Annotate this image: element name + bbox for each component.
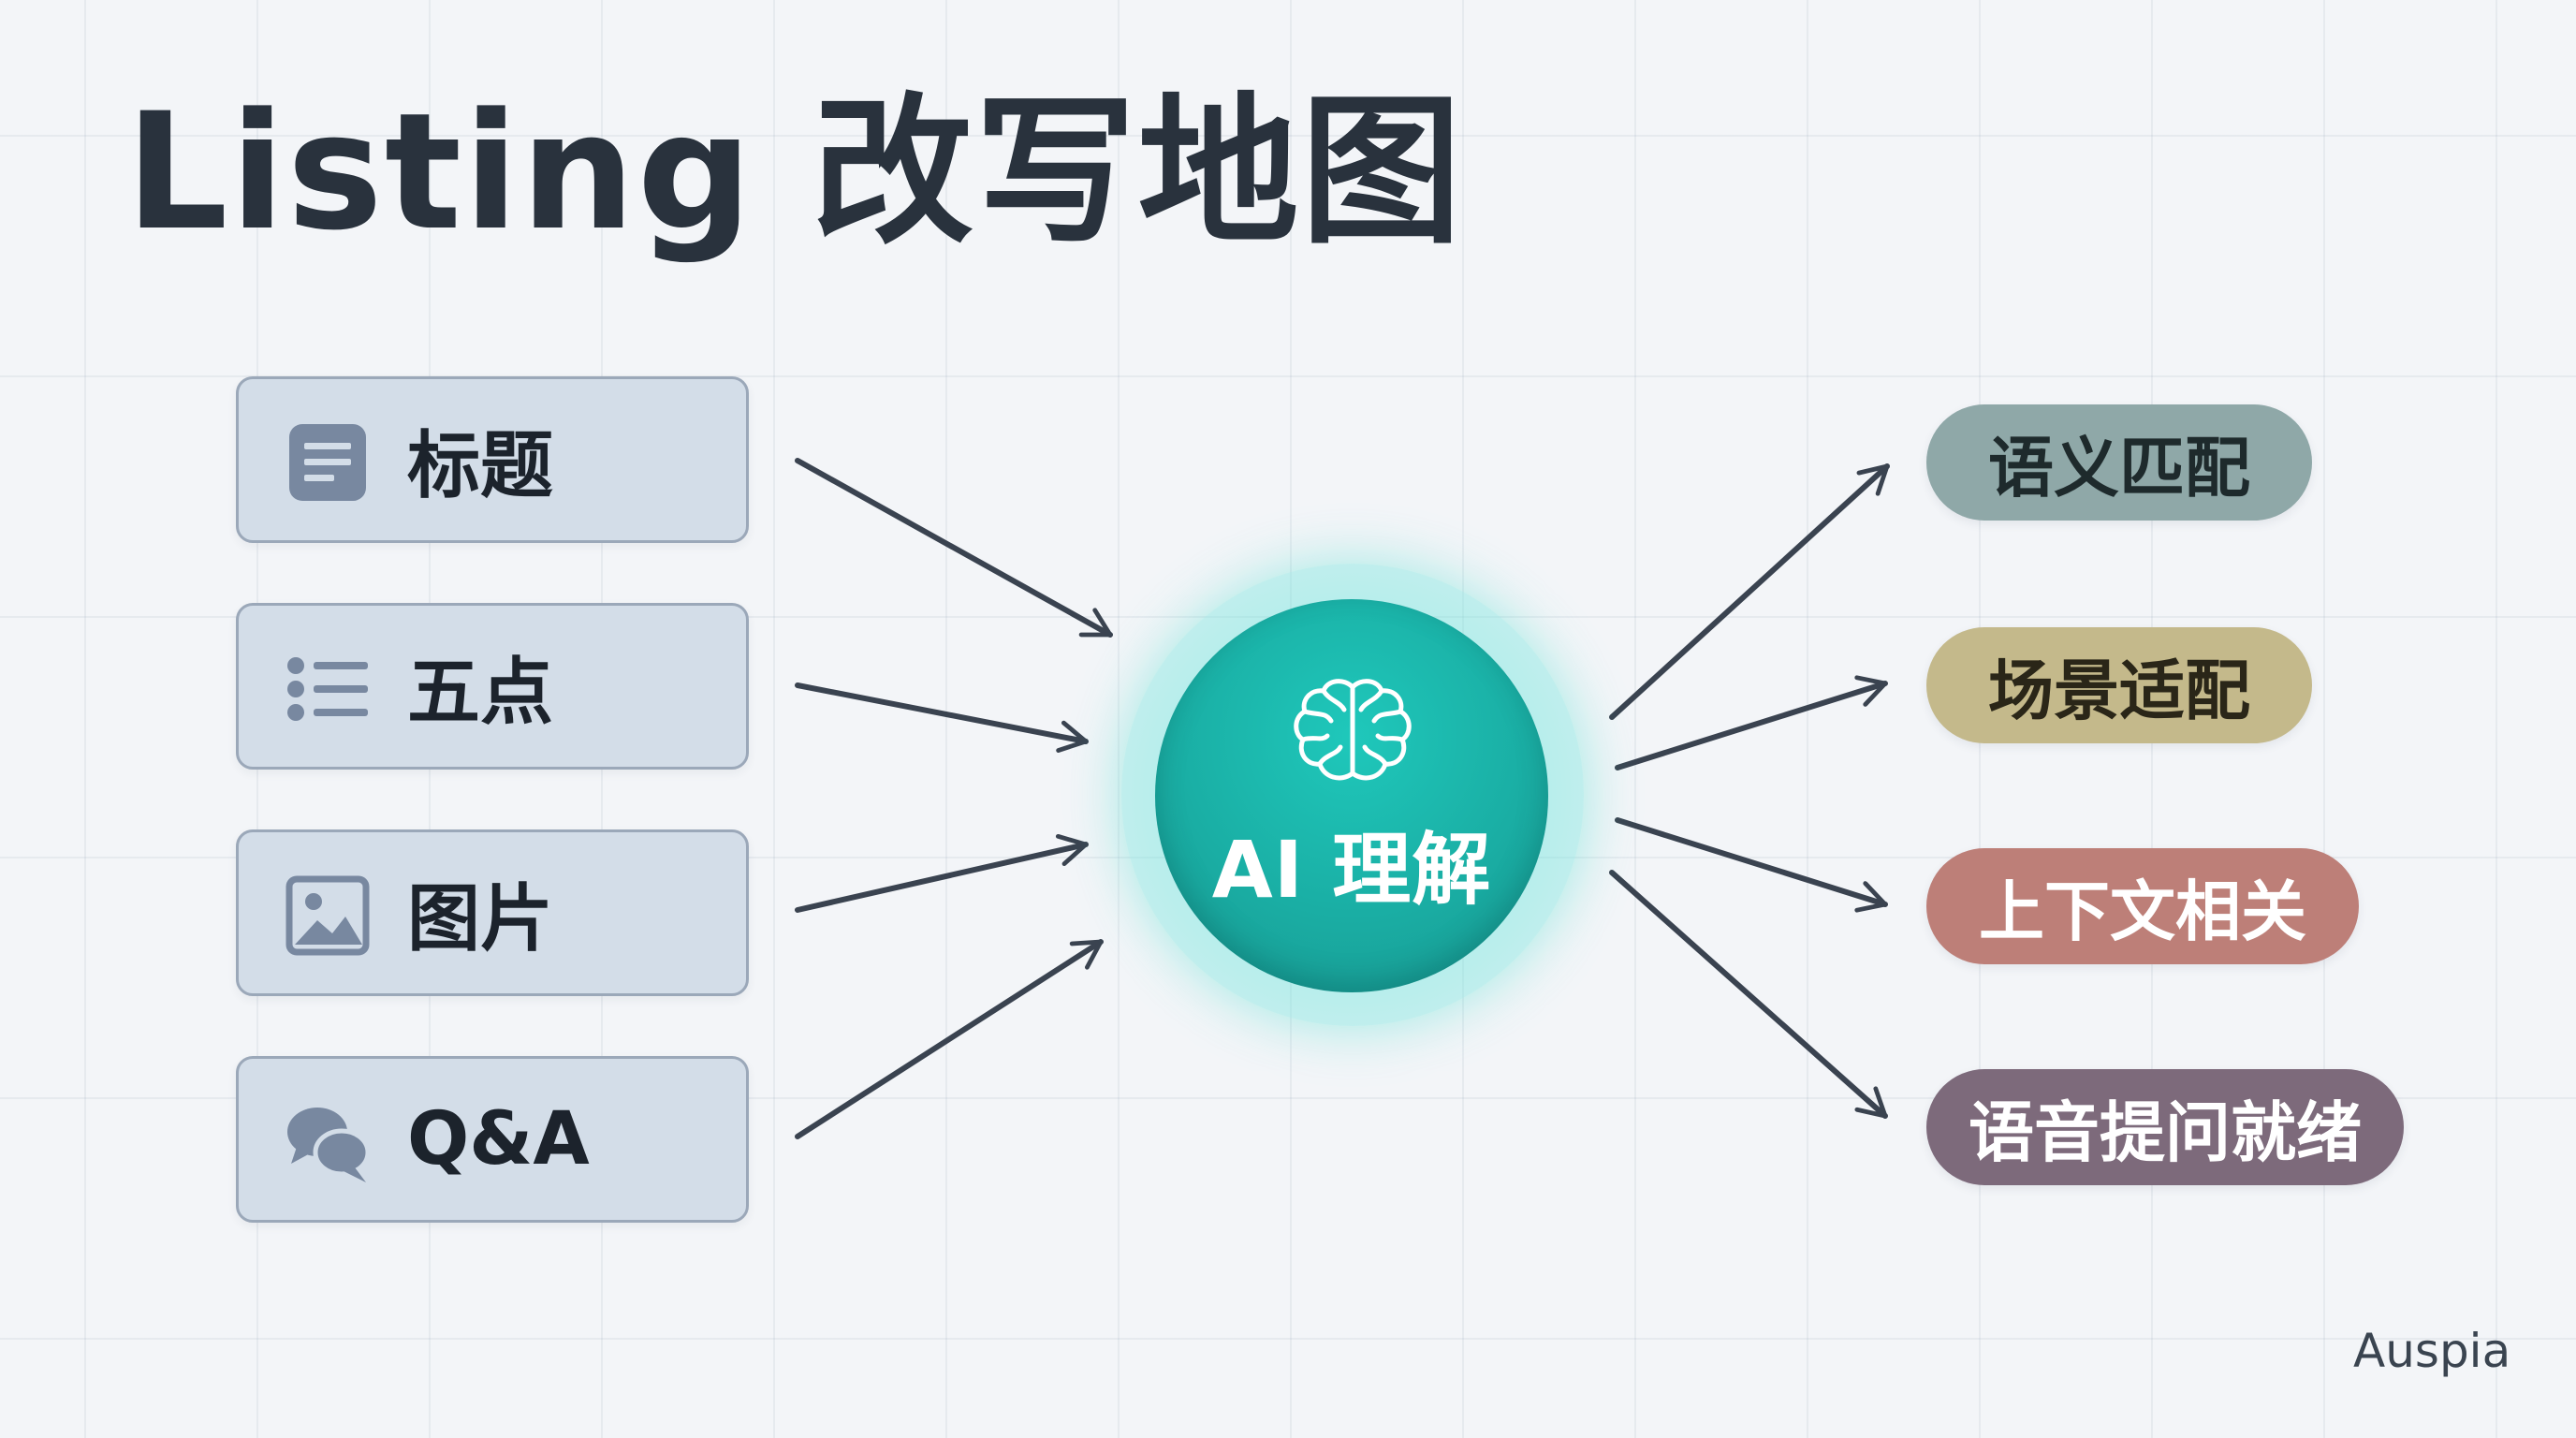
hub-label: AI 理解 (1211, 824, 1492, 916)
input-label: Q&A (407, 1097, 590, 1181)
input-label: 标题 (407, 424, 554, 508)
brand-watermark: Auspia (2353, 1324, 2511, 1378)
output-pill-scene-fit[interactable]: 场景适配 (1926, 627, 2312, 743)
input-box-images[interactable]: 图片 (236, 829, 749, 996)
arrow-qa-to-hub (795, 939, 1104, 1139)
bullet-list-icon (287, 657, 368, 721)
arrow-bullets-to-hub (795, 682, 1089, 753)
input-box-title[interactable]: 标题 (236, 376, 749, 543)
output-pill-context-relevance[interactable]: 上下文相关 (1926, 848, 2359, 964)
input-label: 图片 (407, 877, 554, 961)
arrow-hub-to-context (1615, 817, 1888, 913)
input-box-qa[interactable]: Q&A (236, 1056, 749, 1223)
hub-circle[interactable] (1155, 599, 1548, 992)
input-box-bullets[interactable]: 五点 (236, 603, 749, 770)
output-pill-voice-ready[interactable]: 语音提问就绪 (1926, 1069, 2404, 1185)
document-icon (289, 424, 366, 501)
image-icon (285, 875, 370, 956)
chat-bubbles-icon (287, 1108, 370, 1182)
arrow-images-to-hub (795, 833, 1089, 913)
brain-icon (1294, 679, 1412, 781)
arrow-hub-to-voice (1609, 870, 1888, 1119)
input-label: 五点 (407, 651, 554, 735)
output-pill-semantic-match[interactable]: 语义匹配 (1926, 404, 2312, 521)
arrow-hub-to-semantic (1609, 463, 1890, 720)
arrow-title-to-hub (795, 458, 1113, 638)
arrow-hub-to-scene (1615, 675, 1888, 770)
page-title: Listing 改写地图 (125, 78, 1464, 266)
